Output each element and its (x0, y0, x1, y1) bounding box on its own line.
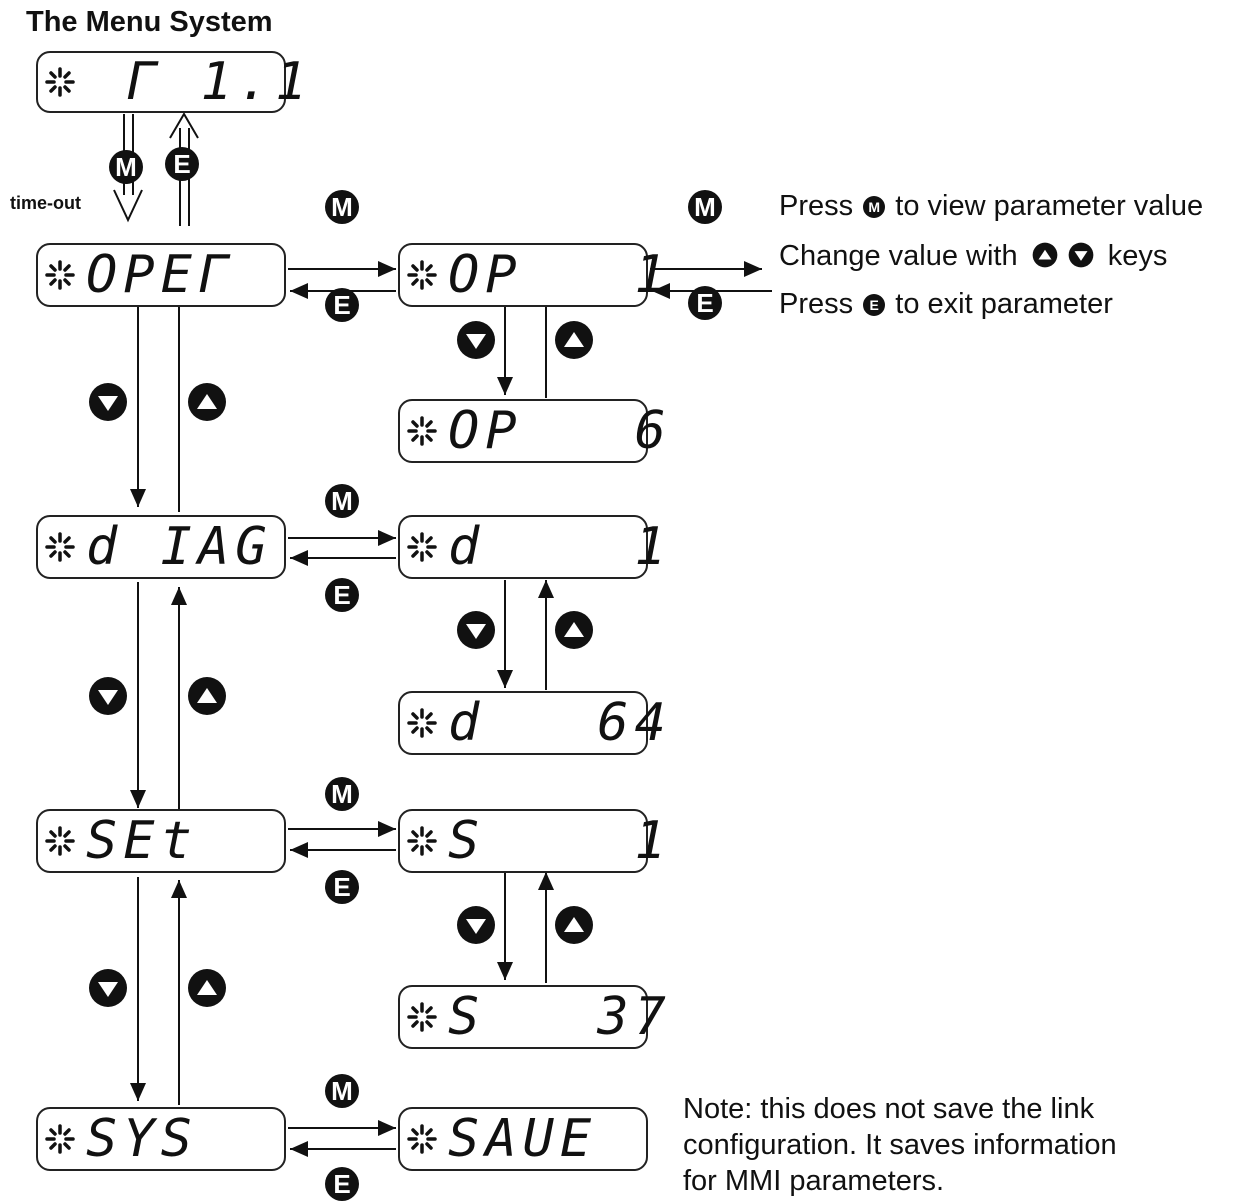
display-diag-text: d IAG (86, 517, 273, 577)
star-icon (45, 67, 75, 97)
display-d64: d 64 (398, 691, 666, 755)
down-key-icon (1068, 242, 1094, 268)
down-key-icon (89, 677, 127, 715)
display-save-text: SAUE (448, 1109, 598, 1169)
down-key-icon (89, 969, 127, 1007)
star-icon (407, 1124, 437, 1154)
timeout-label: time-out (10, 193, 81, 213)
exit-key-icon: E (325, 288, 359, 322)
display-top-text: Γ 1.1 (126, 52, 313, 112)
display-oper: OPEΓ (36, 243, 286, 307)
star-icon (407, 532, 437, 562)
display-d1: d 1 (398, 515, 666, 579)
display-op6-text: OP 6 (448, 401, 672, 461)
display-s37: S 37 (398, 985, 666, 1049)
exit-key-icon: E (688, 286, 722, 320)
display-sys: SYS (36, 1107, 286, 1171)
exit-key-icon: E (325, 1167, 359, 1201)
exit-key-icon: E (165, 147, 199, 181)
star-icon (45, 1124, 75, 1154)
up-key-icon (188, 383, 226, 421)
menu-key-icon: M (688, 190, 722, 224)
display-d64-text: d 64 (448, 693, 672, 753)
up-key-icon (555, 611, 593, 649)
note-line: configuration. It saves information (683, 1129, 1117, 1161)
display-sys-text: SYS (86, 1109, 198, 1169)
exit-key-icon: E (325, 578, 359, 612)
display-save: SAUE (398, 1107, 648, 1171)
legend-line-1-post: to view parameter value (895, 190, 1204, 222)
menu-key-icon: M (863, 196, 886, 218)
star-icon (45, 826, 75, 856)
up-key-icon (555, 906, 593, 944)
legend-line-2-post: keys (1107, 240, 1168, 272)
star-icon (407, 260, 437, 290)
menu-key-icon: M (325, 1074, 359, 1108)
legend-line-3: Press E to exit parameter (779, 288, 1113, 321)
page-title: The Menu System (26, 6, 273, 38)
legend-line-3-pre: Press (779, 288, 854, 320)
up-key-icon (1032, 242, 1058, 268)
star-icon (45, 532, 75, 562)
display-s1-text: S 1 (448, 811, 672, 871)
down-key-icon (457, 321, 495, 359)
exit-key-icon: E (863, 294, 886, 316)
up-key-icon (555, 321, 593, 359)
exit-key-icon: E (325, 870, 359, 904)
display-op6: OP 6 (398, 399, 666, 463)
display-op1-text: OP 1 (448, 245, 672, 305)
display-op1: OP 1 (398, 243, 666, 307)
legend-line-2-pre: Change value with (779, 240, 1018, 272)
up-key-icon (188, 677, 226, 715)
menu-key-icon: M (325, 484, 359, 518)
legend-line-3-post: to exit parameter (895, 288, 1113, 320)
display-diag: d IAG (36, 515, 286, 579)
display-top: Γ 1.1 (36, 51, 307, 113)
menu-key-icon: M (109, 150, 143, 184)
up-key-icon (188, 969, 226, 1007)
down-key-icon (457, 906, 495, 944)
legend-line-1-pre: Press (779, 190, 854, 222)
display-s37-text: S 37 (448, 987, 672, 1047)
star-icon (407, 1002, 437, 1032)
display-oper-text: OPEΓ (86, 245, 236, 305)
star-icon (407, 708, 437, 738)
menu-key-icon: M (325, 777, 359, 811)
display-set-text: SEt (86, 811, 198, 871)
display-d1-text: d 1 (448, 517, 672, 577)
down-key-icon (457, 611, 495, 649)
note-line: Note: this does not save the link (683, 1093, 1095, 1125)
note-line: for MMI parameters. (683, 1165, 945, 1197)
down-key-icon (89, 383, 127, 421)
note-text: Note: this does not save the link config… (683, 1091, 1117, 1199)
legend-line-2: Change value with keys (779, 240, 1167, 273)
star-icon (45, 260, 75, 290)
star-icon (407, 416, 437, 446)
star-icon (407, 826, 437, 856)
menu-key-icon: M (325, 190, 359, 224)
display-set: SEt (36, 809, 286, 873)
legend-line-1: Press M to view parameter value (779, 190, 1203, 223)
display-s1: S 1 (398, 809, 666, 873)
